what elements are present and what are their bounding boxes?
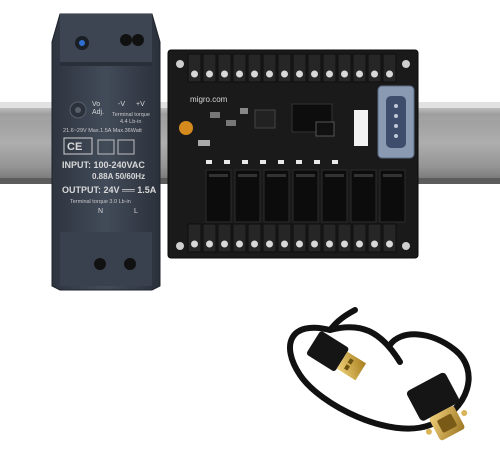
psu-torque-bottom: Terminal torque 3.0 Lb-in	[70, 199, 131, 205]
psu-l-label: L	[134, 208, 138, 215]
connector-header-icon	[354, 110, 368, 146]
psu-vo-label: Vo	[92, 101, 100, 108]
terminal-screw	[262, 53, 277, 83]
mount-hole-icon	[176, 60, 184, 68]
terminal-screw	[217, 223, 232, 253]
relay-icon	[263, 169, 290, 223]
ce-mark-icon: CE	[63, 137, 93, 155]
psu-terminal-plus: +V	[136, 101, 145, 108]
terminal-screw	[337, 223, 352, 253]
led-icon	[206, 160, 212, 164]
db9-plug-icon	[406, 372, 468, 441]
inductor-icon	[254, 109, 276, 129]
board-brand: migro.com	[190, 95, 228, 104]
relay-icon	[205, 169, 232, 223]
led-icon	[224, 160, 230, 164]
bottom-terminal-block	[187, 223, 397, 253]
terminal-screw	[277, 223, 292, 253]
psu-terminal-minus: -V	[118, 101, 125, 108]
top-terminal-block	[187, 53, 397, 83]
power-supply: Vo Adj. -V +V Terminal torque 4.4 Lb-in …	[51, 13, 161, 291]
terminal-screw	[307, 223, 322, 253]
psu-torque-top-value: 4.4 Lb-in	[120, 119, 141, 125]
relay-icon	[292, 169, 319, 223]
psu-torque-top: Terminal torque	[112, 112, 150, 118]
terminal-screw	[232, 223, 247, 253]
terminal-screw	[187, 223, 202, 253]
terminal-screw	[382, 223, 397, 253]
terminal-screw	[322, 53, 337, 83]
led-icon	[278, 160, 284, 164]
relay-icon	[321, 169, 348, 223]
terminal-screw	[352, 53, 367, 83]
terminal-screw	[187, 53, 202, 83]
terminal-screw	[367, 223, 382, 253]
plc-board: migro.com	[167, 49, 419, 259]
terminal-screw	[352, 223, 367, 253]
psu-n-label: N	[98, 208, 103, 215]
terminal-screw	[247, 53, 262, 83]
usb-serial-cable	[287, 307, 472, 441]
psu-spec-line: 21.6~29V Max.1.5A Max.36Watt	[63, 128, 142, 134]
led-icon	[296, 160, 302, 164]
psu-adj-label: Adj.	[92, 109, 104, 116]
battery-icon	[179, 121, 193, 135]
terminal-screw	[322, 223, 337, 253]
db9-port-icon	[377, 85, 415, 159]
terminal-screw	[277, 53, 292, 83]
relay-icon	[379, 169, 406, 223]
terminal-screw	[292, 223, 307, 253]
relay-icon	[350, 169, 377, 223]
led-icon	[314, 160, 320, 164]
usb-plug-icon	[306, 331, 367, 381]
terminal-screw	[292, 53, 307, 83]
terminal-screw	[367, 53, 382, 83]
led-icon	[332, 160, 338, 164]
terminal-screw	[247, 223, 262, 253]
terminal-screw	[217, 53, 232, 83]
terminal-screw	[202, 223, 217, 253]
relay-bank	[205, 169, 406, 223]
terminal-screw	[202, 53, 217, 83]
svg-text:CE: CE	[67, 141, 82, 153]
psu-input-line2: 0.88A 50/60Hz	[92, 172, 145, 181]
led-icon	[260, 160, 266, 164]
relay-icon	[234, 169, 261, 223]
status-led-row	[206, 160, 338, 164]
psu-output-line: OUTPUT: 24V ══ 1.5A	[62, 185, 157, 195]
terminal-screw	[337, 53, 352, 83]
led-icon	[242, 160, 248, 164]
certification-icon	[97, 139, 135, 155]
terminal-screw	[382, 53, 397, 83]
terminal-screw	[232, 53, 247, 83]
terminal-screw	[262, 223, 277, 253]
terminal-screw	[307, 53, 322, 83]
psu-input-line1: INPUT: 100-240VAC	[62, 160, 145, 170]
